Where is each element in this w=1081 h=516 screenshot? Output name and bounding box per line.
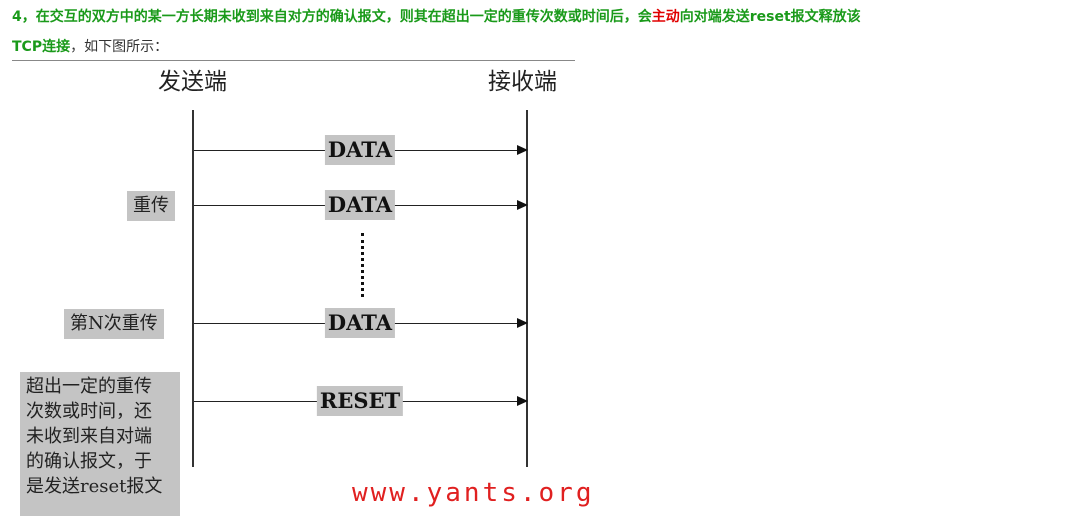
ellipsis-dots xyxy=(361,233,364,297)
label-line: 的确认报文，于 xyxy=(26,451,152,472)
label-line: 是发送reset报文 xyxy=(26,476,163,497)
highlight-text: 主动 xyxy=(651,9,680,25)
reset-reason-label: 超出一定的重传 次数或时间，还 未收到来自对端 的确认报文，于 是发送reset… xyxy=(20,372,180,516)
label-line: 次数或时间，还 xyxy=(26,401,152,422)
text-segment: 4，在交互的双方中的某一方长期未收到来自对方的确认报文，则其在超出一定的重传次数… xyxy=(12,9,652,25)
receiver-timeline xyxy=(526,110,528,467)
retransmit-label: 重传 xyxy=(127,191,175,221)
paragraph-line-1: 4，在交互的双方中的某一方长期未收到来自对方的确认报文，则其在超出一定的重传次数… xyxy=(12,6,861,26)
packet-label: RESET xyxy=(316,386,404,416)
sender-label: 发送端 xyxy=(158,69,227,95)
watermark: www.yants.org xyxy=(352,478,595,508)
paragraph-line-2: TCP连接，如下图所示： xyxy=(12,36,168,56)
sender-timeline xyxy=(192,110,194,467)
receiver-label: 接收端 xyxy=(488,69,557,95)
nth-retransmit-label: 第N次重传 xyxy=(64,309,164,339)
text-segment: ，如下图所示： xyxy=(70,39,169,55)
label-line: 超出一定的重传 xyxy=(26,376,152,397)
divider xyxy=(12,60,575,61)
text-segment: 向对端发送reset报文释放该 xyxy=(679,9,861,25)
packet-label: DATA xyxy=(324,135,396,165)
label-line: 未收到来自对端 xyxy=(26,426,152,447)
packet-label: DATA xyxy=(324,308,396,338)
packet-label: DATA xyxy=(324,190,396,220)
text-segment: TCP连接 xyxy=(12,39,71,55)
